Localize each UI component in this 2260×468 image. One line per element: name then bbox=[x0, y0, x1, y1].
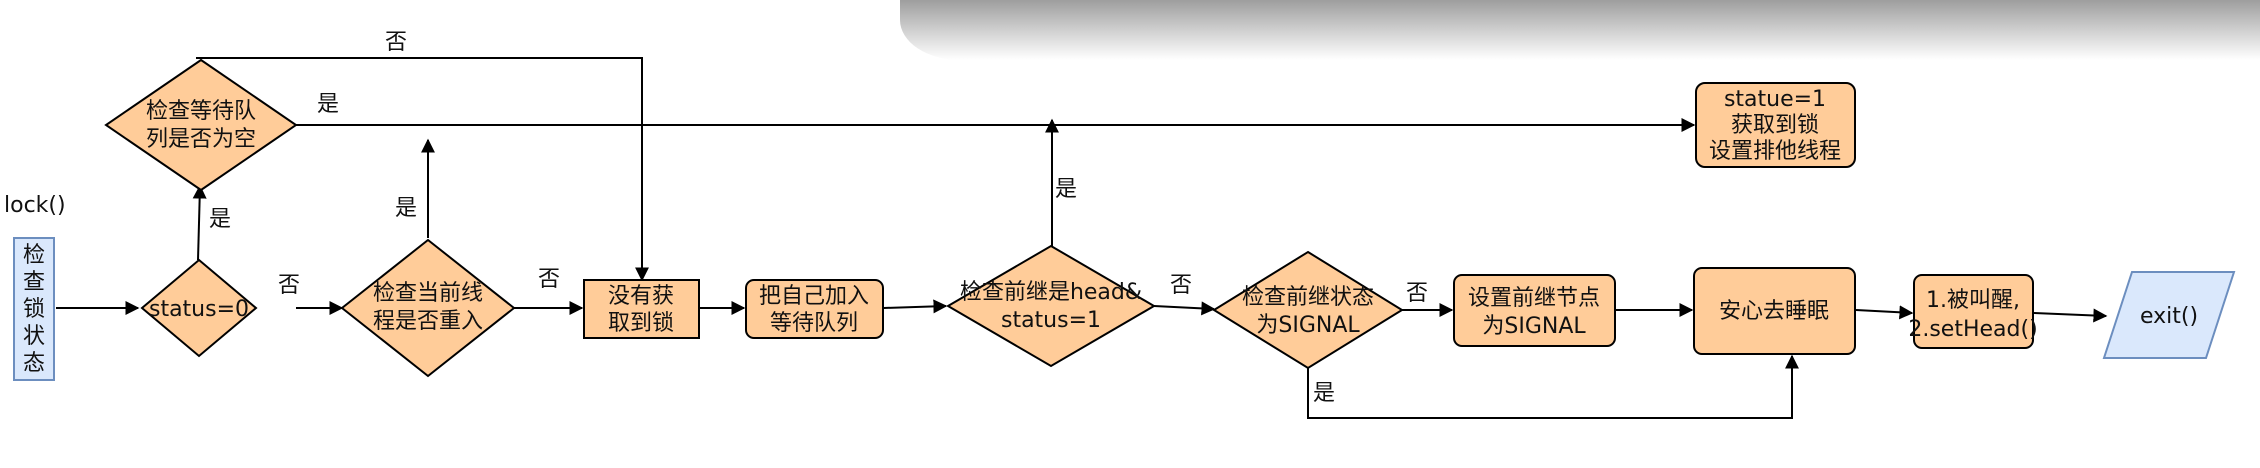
node-not-acquired-line2: 取到锁 bbox=[608, 311, 674, 336]
node-not-acquired-line1: 没有获 bbox=[608, 284, 674, 309]
node-acquired-line2: 获取到锁 bbox=[1731, 113, 1819, 138]
node-wake-line1: 1.被叫醒, bbox=[1926, 288, 2020, 313]
node-sleep: 安心去睡眠 bbox=[1693, 267, 1856, 355]
edge-label-no-signal: 否 bbox=[1406, 281, 1428, 306]
edge-labels: 否 是 是 否 是 否 是 否 否 是 bbox=[209, 30, 1428, 406]
edge-label-no-prevhead: 否 bbox=[1170, 273, 1192, 298]
node-acquired-line3: 设置排他线程 bbox=[1709, 139, 1841, 164]
node-check-queue-empty-line2: 列是否为空 bbox=[146, 127, 256, 152]
node-join-queue-line2: 等待队列 bbox=[770, 311, 858, 336]
edge-prevhead-signal bbox=[1153, 301, 1216, 316]
node-status-zero-label: status=0 bbox=[149, 297, 249, 322]
node-check-lock-state-char: 态 bbox=[23, 351, 45, 376]
node-check-reentrant: 检查当前线 程是否重入 bbox=[340, 238, 516, 378]
node-exit-label: exit() bbox=[2140, 304, 2198, 329]
node-check-prev-head-line1: 检查前继是head& bbox=[960, 280, 1142, 305]
edge-join-prevhead bbox=[883, 299, 948, 314]
node-wake-line2: 2.setHead() bbox=[1908, 317, 2037, 342]
node-check-reentrant-line2: 程是否重入 bbox=[373, 309, 483, 334]
connectors bbox=[56, 57, 2108, 419]
edge-label-no-top: 否 bbox=[385, 30, 407, 55]
node-join-queue: 把自己加入 等待队列 bbox=[745, 279, 884, 339]
node-check-lock-state: 检查锁状态 bbox=[13, 237, 55, 381]
node-set-prev-signal: 设置前继节点 为SIGNAL bbox=[1453, 274, 1616, 347]
node-check-prev-signal-line1: 检查前继状态 bbox=[1242, 285, 1374, 310]
edge-wake-exit bbox=[2033, 308, 2108, 323]
edge-label-yes-queue: 是 bbox=[317, 92, 339, 117]
node-set-prev-signal-line2: 为SIGNAL bbox=[1482, 314, 1586, 339]
window-shadow bbox=[900, 0, 2260, 60]
edge-label-yes-reentrant: 是 bbox=[395, 196, 417, 221]
edge-label-yes-prevhead: 是 bbox=[1055, 177, 1077, 202]
node-sleep-label: 安心去睡眠 bbox=[1719, 299, 1829, 324]
node-join-queue-line1: 把自己加入 bbox=[759, 284, 869, 309]
edge-queue-notacquired bbox=[196, 57, 649, 282]
edge-label-yes-signal: 是 bbox=[1313, 381, 1335, 406]
node-check-lock-state-char: 检 bbox=[23, 243, 45, 268]
node-check-reentrant-line1: 检查当前线 bbox=[373, 281, 483, 306]
node-set-prev-signal-line1: 设置前继节点 bbox=[1468, 286, 1600, 311]
node-wake: 1.被叫醒, 2.setHead() bbox=[1908, 274, 2038, 349]
node-check-queue-empty: 检查等待队 列是否为空 bbox=[104, 58, 298, 192]
node-check-prev-signal-line2: 为SIGNAL bbox=[1256, 313, 1360, 338]
edge-label-no-reentrant: 否 bbox=[538, 267, 560, 292]
node-check-prev-head-line2: status=1 bbox=[1001, 308, 1101, 333]
node-check-queue-empty-line1: 检查等待队 bbox=[146, 99, 256, 124]
node-check-lock-state-char: 锁 bbox=[23, 297, 45, 322]
node-check-prev-signal: 检查前继状态 为SIGNAL bbox=[1212, 250, 1404, 370]
lock-call-label: lock() bbox=[4, 193, 66, 218]
edge-signal-sleep bbox=[1307, 354, 1799, 419]
node-not-acquired: 没有获 取到锁 bbox=[583, 279, 700, 339]
edge-sleep-wake bbox=[1855, 305, 1914, 320]
edge-label-no-status: 否 bbox=[278, 273, 300, 298]
node-acquired-line1: statue=1 bbox=[1724, 87, 1826, 112]
node-acquired: statue=1 获取到锁 设置排他线程 bbox=[1695, 82, 1856, 168]
node-check-lock-state-char: 状 bbox=[23, 324, 45, 349]
edge-label-yes-status: 是 bbox=[209, 207, 231, 232]
node-check-lock-state-char: 查 bbox=[23, 270, 45, 295]
node-status-zero: status=0 bbox=[140, 258, 258, 358]
node-check-lock-state-label: 检查锁状态 bbox=[23, 243, 45, 376]
node-check-prev-head: 检查前继是head& status=1 bbox=[946, 244, 1156, 368]
node-exit: exit() bbox=[2102, 271, 2236, 359]
edge-status-queue bbox=[192, 184, 207, 261]
